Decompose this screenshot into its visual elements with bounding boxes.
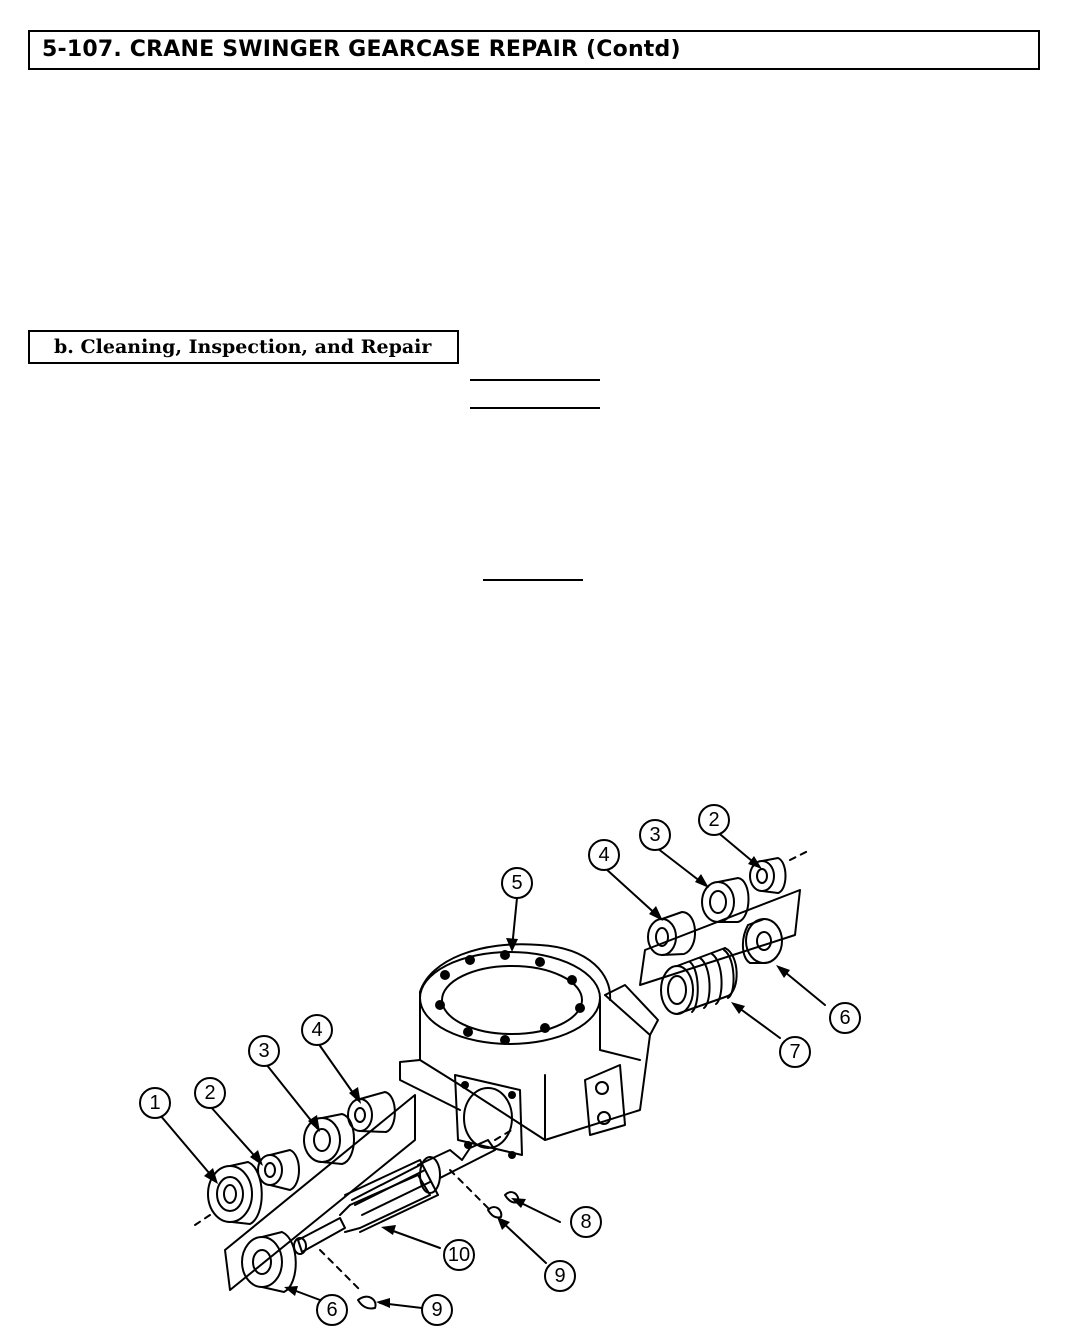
callout-9-bottom: 9 [431,1299,442,1321]
gearcase-housing [399,943,659,1156]
callout-7: 7 [789,1041,800,1063]
callout-9-right: 9 [554,1265,565,1287]
callout-2-right: 2 [708,809,719,831]
subsection-header-title: b. Cleaning, Inspection, and Repair [54,336,432,358]
left-part-3-seal [303,1113,355,1165]
rule-line-3 [483,579,583,581]
rule-line-1 [470,379,600,381]
callout-2-left: 2 [204,1082,215,1104]
callout-5: 5 [511,872,522,894]
leader-arrowheads [204,856,790,1308]
right-part-2-washer [749,857,787,894]
shaft-10 [293,1139,496,1255]
callout-1: 1 [149,1092,160,1114]
callout-3-left: 3 [258,1040,269,1062]
section-header-title: 5-107. CRANE SWINGER GEARCASE REPAIR (Co… [42,37,681,62]
callout-4-left: 4 [311,1019,322,1041]
callout-3-right: 3 [649,824,660,846]
right-axis-line [789,849,811,861]
callout-4-right: 4 [598,844,609,866]
key-9-bottom [357,1295,377,1310]
callout-10: 10 [448,1244,470,1266]
key-path-dashed-2 [319,1249,361,1291]
right-part-3-seal [701,877,750,923]
left-gasket-panel [224,1094,416,1291]
shaft-axis-line [494,1127,516,1141]
left-part-6-bearing [241,1231,297,1293]
worm-gear-7 [660,947,738,1015]
left-axis-line [194,1214,211,1226]
gearcase-exploded-view: 5 1 2 3 4 4 3 2 6 7 8 9 10 6 9 [139,804,861,1326]
callout-8: 8 [580,1211,591,1233]
left-part-2-washer [257,1149,300,1191]
key-9-right [487,1206,503,1219]
callout-6-right: 6 [839,1007,850,1029]
rule-line-2 [470,407,600,409]
section-header-box: 5-107. CRANE SWINGER GEARCASE REPAIR (Co… [28,30,1040,70]
callout-6-left: 6 [326,1299,337,1321]
right-part-6-bearing [742,918,783,964]
subsection-header-box: b. Cleaning, Inspection, and Repair [28,330,459,364]
right-gasket-panel [639,889,801,986]
left-part-1-bearing [207,1161,263,1225]
